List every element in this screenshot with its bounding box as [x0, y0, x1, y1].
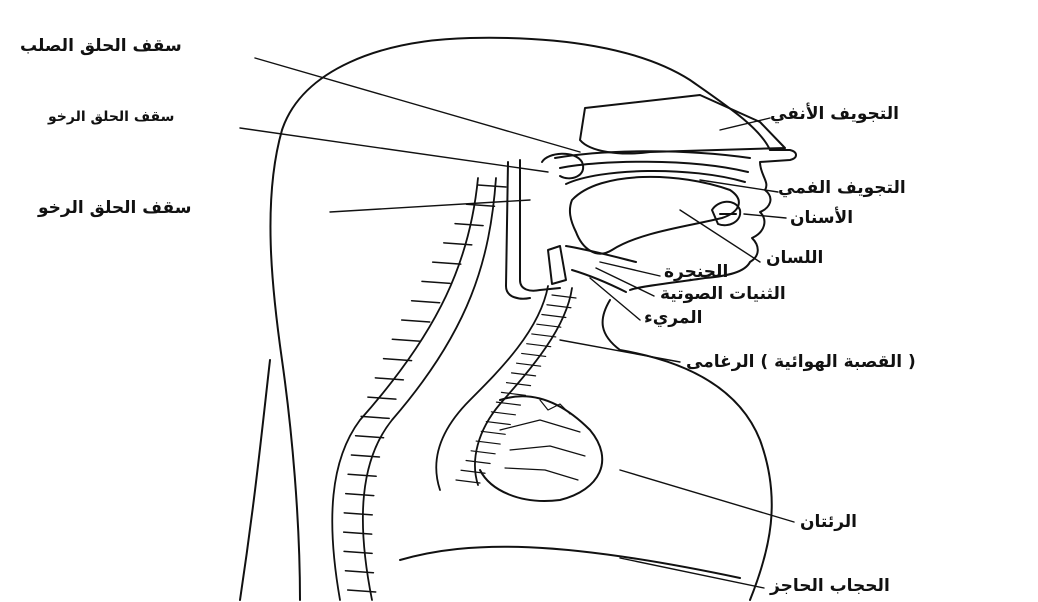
- trachea-ring: [532, 334, 556, 337]
- trachea-ring: [471, 451, 495, 454]
- vertebra-bar: [361, 416, 389, 418]
- label-teeth: الأسنان: [790, 210, 853, 227]
- vertebra-bar: [444, 243, 472, 245]
- label-larynx: الحنجرة: [664, 264, 728, 281]
- trachea-ring: [537, 324, 561, 327]
- bronchi: [500, 400, 585, 480]
- label-oral-cavity: التجويف الفمي: [778, 180, 906, 197]
- vertebra-bar: [478, 185, 506, 187]
- vertebra-bar: [348, 590, 376, 592]
- label-esophagus: المريء: [644, 310, 702, 327]
- vertebra-bar: [346, 494, 374, 496]
- vertebra-bar: [433, 262, 461, 264]
- trachea-ring: [517, 363, 541, 366]
- vertebra-bar: [344, 532, 372, 534]
- label-diaphragm: الحجاب الحاجز: [770, 578, 890, 595]
- label-vocal-folds: الثنيات الصوتية: [660, 286, 786, 303]
- vertebra-bar: [351, 455, 379, 457]
- label-nasal-cavity: التجويف الأنفي: [770, 106, 899, 123]
- trachea-ring: [552, 295, 576, 298]
- leader-lines: [240, 58, 794, 588]
- nasal-cavity-shape: [580, 95, 785, 154]
- vertebra-bar: [344, 513, 372, 515]
- vertebra-bar: [384, 359, 412, 361]
- trachea-ring: [466, 461, 490, 464]
- vertebra-bar: [375, 378, 403, 380]
- label-soft-palate: سقف الحلق الرخو: [48, 110, 174, 124]
- vertebra-bar: [402, 320, 430, 322]
- label-tongue: اللسان: [766, 250, 823, 267]
- vertebra-bar: [466, 204, 494, 206]
- neck-front: [603, 300, 772, 600]
- label-lungs: الرئتان: [800, 514, 857, 531]
- label-hard-palate: سقف الحلق الصلب: [20, 38, 182, 55]
- diaphragm-line: [400, 547, 740, 578]
- larynx-shape: [548, 246, 566, 284]
- vertebra-bar: [422, 281, 450, 283]
- vertebra-bar: [455, 224, 483, 226]
- trachea-ring: [481, 431, 505, 434]
- vertebra-bar: [368, 397, 396, 399]
- trachea-ring: [491, 412, 515, 415]
- trachea-ring: [501, 392, 525, 395]
- lung-outline: [480, 396, 602, 501]
- trachea-ring: [486, 422, 510, 425]
- vertebra-bar: [392, 339, 420, 341]
- spine: [332, 178, 496, 600]
- label-soft-palate-2: سقف الحلق الرخو: [38, 200, 191, 217]
- vertebra-bar: [345, 571, 373, 573]
- trachea: [436, 286, 572, 490]
- trachea-rings: [456, 295, 576, 483]
- vertebra-bar: [344, 551, 372, 553]
- back-outline: [240, 360, 270, 600]
- vertebra-bar: [348, 474, 376, 476]
- trachea-ring: [476, 441, 500, 444]
- vertebra-bar: [356, 436, 384, 438]
- trachea-ring: [542, 314, 566, 317]
- vertebra-bar: [412, 301, 440, 303]
- label-trachea: ( القصبة الهوائية ) الرغامى: [686, 354, 916, 371]
